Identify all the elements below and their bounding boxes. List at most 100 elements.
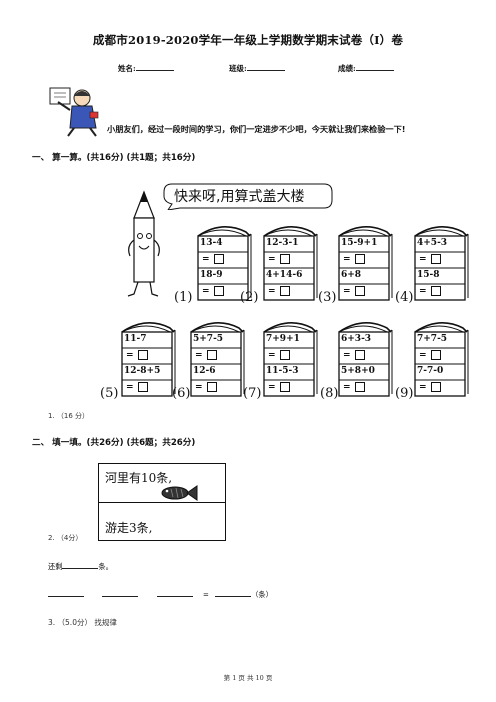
equals-sign: = [126,382,134,393]
building-outline [263,226,318,301]
building-number: (1) [174,290,193,305]
building-answer-row: = [268,382,290,393]
building-answer-row: = [126,382,148,393]
building-number: (8) [320,386,339,401]
building-expression: 7+9+1 [266,334,300,344]
building-expression: 15-8 [417,270,440,280]
answer-box[interactable] [430,350,441,360]
answer-box[interactable] [206,382,217,392]
equals-sign: = [195,350,203,361]
fish-icon [161,485,198,501]
building-outline [338,226,393,301]
building-expression: 11-7 [124,334,147,344]
name-blank[interactable] [135,62,174,71]
answer-box[interactable] [213,254,224,264]
equals-sign: = [126,350,134,361]
answer-box[interactable] [354,254,365,264]
answer-box[interactable] [279,286,290,296]
page-title: 成都市2019-2020学年一年级上学期数学期末试卷（I）卷 [92,33,404,47]
answer-box[interactable] [279,350,290,360]
answer-box[interactable] [137,350,148,360]
building-answer-row: = [126,350,148,361]
building-outline [263,322,318,397]
building-expression: 6+8 [341,270,362,280]
teacher-illustration [49,87,99,137]
building-number: (2) [240,290,259,305]
speech-text: 快来呀,用算式盖大楼 [174,189,305,205]
building-outline [190,322,245,397]
building-outline [414,322,469,397]
equals-sign: = [268,382,276,393]
pencil-mascot-icon [127,190,160,297]
building-answer-row: = [202,286,224,297]
building-expression: 12-8+5 [124,366,161,376]
equals-sign: = [343,286,351,297]
equals-sign: = [419,254,427,265]
equals-sign: = [419,286,427,297]
building-answer-row: = [419,350,441,361]
building-answer-row: = [343,350,365,361]
building-number: (7) [243,386,262,401]
equation-blank-2[interactable] [102,589,139,597]
class-blank[interactable] [246,62,285,71]
answer-box[interactable] [137,382,148,392]
equation-line: = （条） [48,589,273,600]
class-label: 班级: [229,64,247,73]
building-answer-row: = [419,254,441,265]
equals-sign: = [268,286,276,297]
score-label: 成绩: [338,64,356,73]
building-number: (3) [318,290,337,305]
answer-box[interactable] [279,382,290,392]
answer-box[interactable] [430,382,441,392]
answer-box[interactable] [354,350,365,360]
question-2: 2. （4分） [48,534,83,542]
building: 11-7 = 12-8+5 = [120,318,176,398]
intro-text: 小朋友们，经过一段时间的学习，你们一定进步不少吧，今天就让我们来检验一下! [107,124,406,134]
answer-box[interactable] [354,382,365,392]
building-expression: 11-5-3 [266,366,299,376]
answer-box[interactable] [354,286,365,296]
building-answer-row: = [195,350,217,361]
question-3: 3. （5.0分） 找规律 [48,618,117,627]
answer-box[interactable] [206,350,217,360]
equals-sign: = [419,350,427,361]
building-expression: 4+14-6 [266,270,303,280]
building-expression: 7-7-0 [417,366,444,376]
building: 5+7-5=12-6= [189,318,245,398]
building-outline [121,322,176,397]
building-outline [338,322,393,397]
building-number: (4) [395,290,414,305]
equation-answer-blank[interactable] [215,589,252,597]
building-answer-row: = [268,286,290,297]
page-footer: 第 1 页 共 10 页 [223,674,273,682]
equation-blank-1[interactable] [48,589,84,597]
building-expression: 12-3-1 [266,238,299,248]
building: 15-9+1=6+8= [337,222,393,302]
answer-box[interactable] [430,254,441,264]
building-answer-row: = [343,286,365,297]
building-answer-row: = [268,350,290,361]
class-field: 班级: [229,62,285,74]
equation-blank-3[interactable] [156,589,193,597]
score-blank[interactable] [355,62,394,71]
building-expression: 5+8+0 [341,366,375,376]
answer-box[interactable] [213,286,224,296]
building-answer-row: = [202,254,224,265]
score-field: 成绩: [338,62,394,74]
building-answer-row: = [268,254,290,265]
answer-box[interactable] [279,254,290,264]
equals-sign: = [343,382,351,393]
building-answer-row: = [419,286,441,297]
building: 4+5-3=15-8= [413,222,469,302]
building: 7+7-5=7-7-0= [413,318,469,398]
name-label: 姓名: [118,64,136,73]
building: 6+3-3=5+8+0= [337,318,393,398]
building: 13-4=18-9= [196,222,252,302]
speech-bubble: 快来呀,用算式盖大楼 [162,182,334,210]
remaining-line: 还剩条。 [48,561,113,572]
building-outline [414,226,469,301]
answer-box[interactable] [430,286,441,296]
remaining-blank[interactable] [62,561,99,569]
equals-sign: = [202,286,210,297]
equals-sign: = [419,382,427,393]
